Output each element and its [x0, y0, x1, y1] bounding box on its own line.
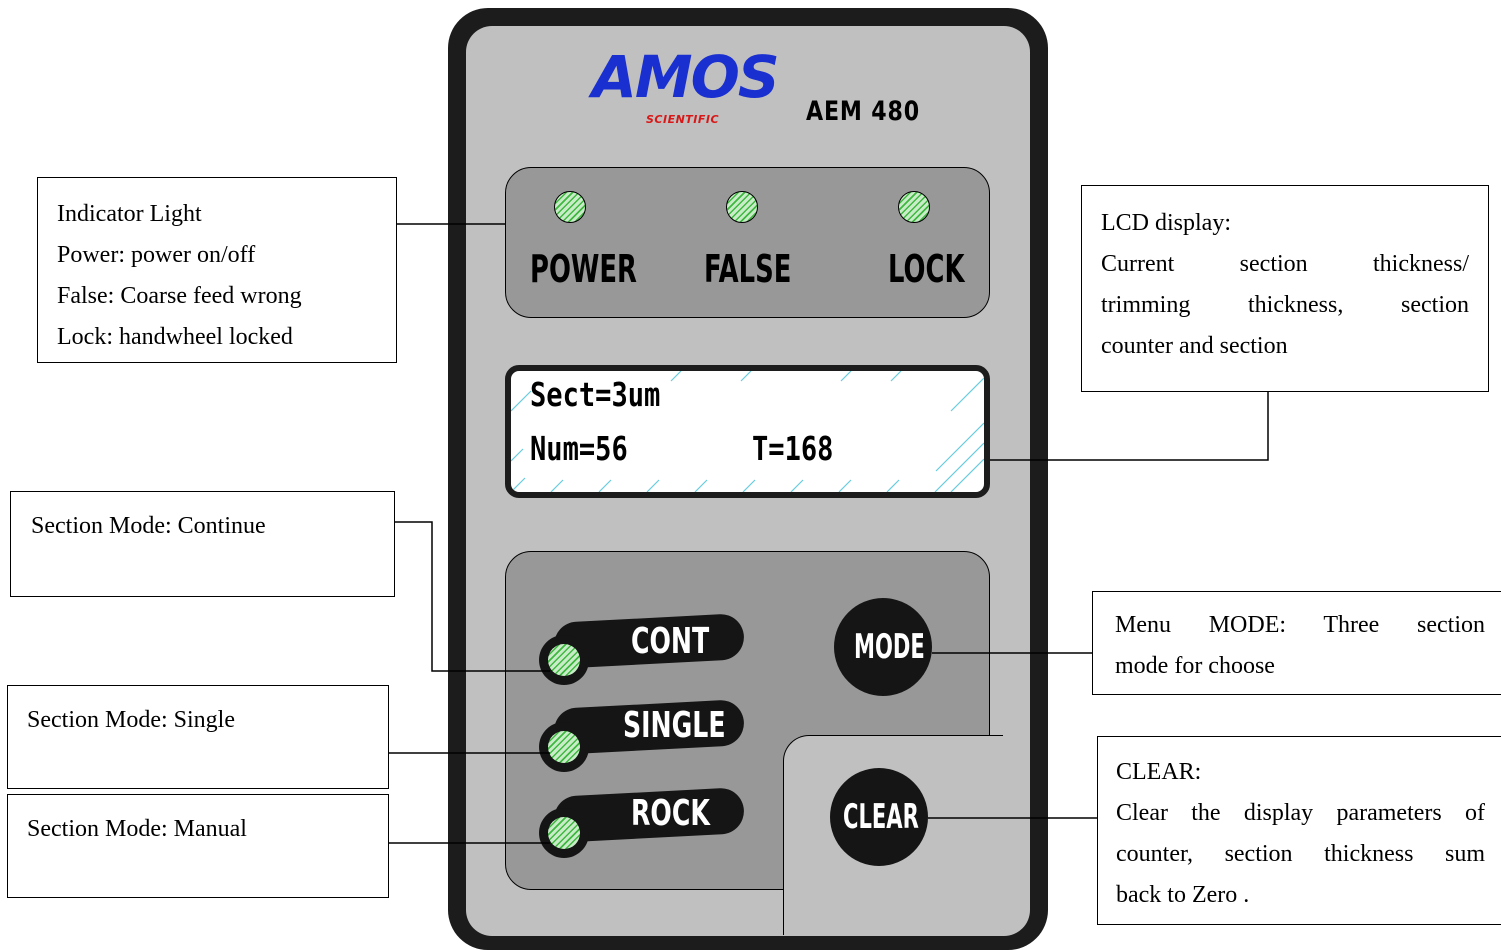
callout-single-text: Section Mode: Single: [27, 707, 235, 733]
clear-button-label[interactable]: CLEAR: [843, 797, 919, 837]
callout-lcd-line4: counter and section: [1101, 333, 1288, 359]
callout-indicator-title: Indicator Light: [57, 201, 202, 227]
callout-indicator-lock: Lock: handwheel locked: [57, 324, 293, 350]
single-led-icon: [539, 722, 589, 772]
callout-mode-line2: mode for choose: [1115, 653, 1275, 679]
callout-lcd-display: LCD display: Current section thickness/ …: [1081, 185, 1489, 392]
false-led-icon: [726, 191, 758, 223]
lcd-section-thickness: Sect=3um: [530, 375, 661, 414]
power-indicator-label: POWER: [530, 247, 637, 291]
callout-clear-title: CLEAR:: [1116, 759, 1202, 785]
lcd-hatch-pattern: [511, 371, 984, 492]
clear-button[interactable]: [830, 768, 928, 866]
callout-indicator-false: False: Coarse feed wrong: [57, 283, 302, 309]
lock-indicator-label: LOCK: [888, 247, 965, 291]
callout-lcd-line2: Current section thickness/: [1101, 251, 1469, 277]
brand-logo: AMOS: [592, 43, 780, 111]
callout-clear-line2: counter, section thickness sum: [1116, 841, 1485, 867]
callout-continue-text: Section Mode: Continue: [31, 513, 266, 539]
cont-led-icon: [539, 635, 589, 685]
false-indicator-label: FALSE: [704, 247, 792, 291]
rock-led-icon: [539, 808, 589, 858]
callout-clear-line3: back to Zero .: [1116, 882, 1250, 908]
callout-manual-text: Section Mode: Manual: [27, 816, 247, 842]
lock-led-icon: [898, 191, 930, 223]
callout-mode-line1: Menu MODE: Three section: [1115, 612, 1485, 638]
power-led-icon: [554, 191, 586, 223]
callout-indicator-light: Indicator Light Power: power on/off Fals…: [37, 177, 397, 363]
single-button-label[interactable]: SINGLE: [623, 705, 726, 746]
callout-lcd-line3: trimming thickness, section: [1101, 292, 1469, 318]
callout-section-single: Section Mode: Single: [7, 685, 389, 789]
callout-clear-line1: Clear the display parameters of: [1116, 800, 1485, 826]
callout-clear: CLEAR: Clear the display parameters of c…: [1097, 736, 1501, 925]
lcd-display: [505, 365, 990, 498]
callout-indicator-power: Power: power on/off: [57, 242, 256, 268]
lcd-thickness-total: T=168: [752, 429, 834, 468]
mode-button-label[interactable]: MODE: [854, 627, 925, 667]
callout-section-continue: Section Mode: Continue: [10, 491, 395, 597]
lcd-section-count: Num=56: [530, 429, 628, 468]
brand-subtitle: SCIENTIFIC: [646, 113, 720, 126]
mode-button[interactable]: [834, 598, 932, 696]
callout-menu-mode: Menu MODE: Three section mode for choose: [1092, 591, 1501, 695]
model-label: AEM 480: [806, 96, 920, 127]
cont-button-label[interactable]: CONT: [631, 621, 710, 662]
callout-section-manual: Section Mode: Manual: [7, 794, 389, 898]
callout-lcd-title: LCD display:: [1101, 210, 1231, 236]
indicator-panel: [505, 167, 990, 318]
rock-button-label[interactable]: ROCK: [631, 793, 710, 834]
